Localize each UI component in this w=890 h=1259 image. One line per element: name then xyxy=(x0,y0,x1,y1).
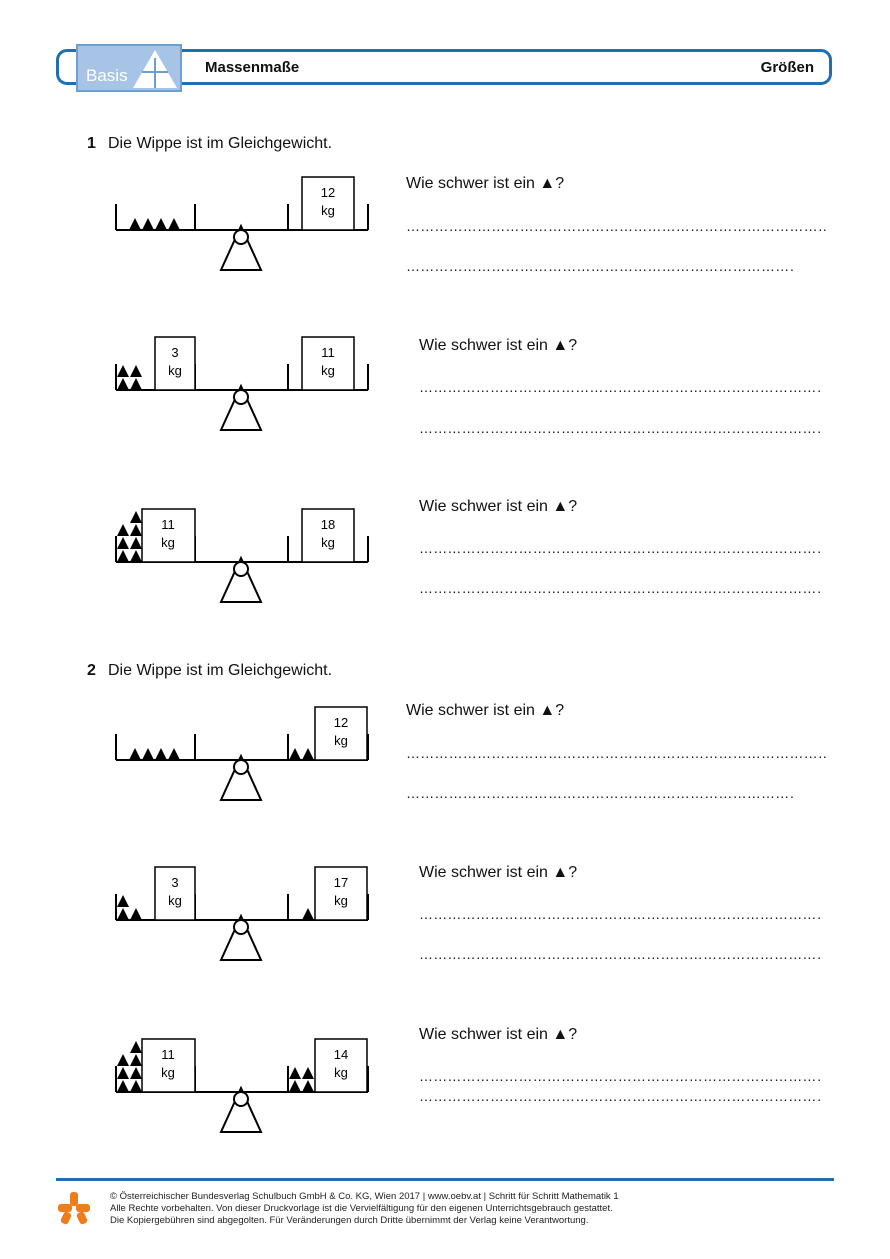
weight-value: 14 xyxy=(334,1047,348,1062)
weight-triangles xyxy=(117,1041,314,1092)
weight-box xyxy=(154,336,196,391)
weight-unit: kg xyxy=(168,893,182,908)
weight-unit: kg xyxy=(334,893,348,908)
answer-line[interactable]: …………………………………………………………………………………………………………… xyxy=(419,906,823,922)
answer-line[interactable]: …………………………………………………………………………………………………………… xyxy=(406,258,794,274)
publisher-logo-icon xyxy=(58,1192,90,1225)
weight-box xyxy=(314,866,368,921)
weight-triangles xyxy=(117,895,314,920)
weight-value: 12 xyxy=(334,715,348,730)
question-text: Wie schwer ist ein ▲? xyxy=(419,337,578,354)
seesaw-figure: 12 kg xyxy=(115,706,369,801)
weight-unit: kg xyxy=(161,535,175,550)
answer-line[interactable]: …………………………………………………………………………………………………………… xyxy=(406,745,828,761)
weight-box xyxy=(314,706,368,761)
answer-line[interactable]: …………………………………………………………………………………………………………… xyxy=(419,580,823,596)
weight-triangles xyxy=(117,365,142,390)
answer-line[interactable]: …………………………………………………………………………………………………………… xyxy=(419,420,823,436)
answer-line[interactable]: …………………………………………………………………………………………………………… xyxy=(419,1068,823,1084)
weight-unit: kg xyxy=(168,363,182,378)
weight-unit: kg xyxy=(334,733,348,748)
footer-line: Alle Rechte vorbehalten. Von dieser Druc… xyxy=(110,1203,613,1214)
seesaw-figure: 12 kg xyxy=(115,176,369,271)
footer-line: Die Kopiergebühren sind abgegolten. Für … xyxy=(110,1215,589,1226)
weight-box xyxy=(301,508,355,563)
weight-box xyxy=(301,336,355,391)
seesaw-figure: 3 kg 11 kg xyxy=(115,336,369,431)
answer-line[interactable]: …………………………………………………………………………………………………………… xyxy=(419,379,823,395)
weight-triangles xyxy=(129,748,314,760)
copyright-notice: © Österreichischer Bundesverlag Schulbuc… xyxy=(110,1191,619,1227)
task-instruction: Die Wippe ist im Gleichgewicht. xyxy=(108,135,333,152)
weight-triangles xyxy=(129,218,180,230)
question-text: Wie schwer ist ein ▲? xyxy=(419,498,578,515)
triangle-logo-icon xyxy=(133,50,177,88)
weight-unit: kg xyxy=(321,203,335,218)
answer-line[interactable]: …………………………………………………………………………………………………………… xyxy=(406,785,794,801)
page-category: Größen xyxy=(760,59,814,76)
task-number: 1 xyxy=(87,135,96,152)
basis-label: Basis xyxy=(86,66,128,85)
weight-value: 12 xyxy=(321,185,335,200)
weight-unit: kg xyxy=(334,1065,348,1080)
page-title: Massenmaße xyxy=(205,59,300,76)
task-number: 2 xyxy=(87,662,96,679)
weight-value: 11 xyxy=(161,1047,175,1062)
answer-line[interactable]: …………………………………………………………………………………………………………… xyxy=(419,946,823,962)
task-instruction: Die Wippe ist im Gleichgewicht. xyxy=(108,662,333,679)
weight-value: 17 xyxy=(334,875,348,890)
weight-box xyxy=(141,1038,196,1093)
weight-value: 3 xyxy=(171,345,178,360)
question-text: Wie schwer ist ein ▲? xyxy=(419,1026,578,1043)
weight-value: 11 xyxy=(321,345,335,360)
seesaw-figure: 3 kg 17 kg xyxy=(115,866,369,961)
seesaw-figure: 11 kg 18 kg xyxy=(115,508,369,603)
seesaw-figure: 11 kg 14 kg xyxy=(115,1038,369,1133)
weight-unit: kg xyxy=(161,1065,175,1080)
footer-line: © Österreichischer Bundesverlag Schulbuc… xyxy=(110,1191,619,1202)
answer-line[interactable]: …………………………………………………………………………………………………………… xyxy=(406,218,828,234)
header-bar xyxy=(56,49,832,85)
weight-unit: kg xyxy=(321,535,335,550)
weight-box xyxy=(141,508,196,563)
weight-box xyxy=(154,866,196,921)
footer-divider xyxy=(56,1178,834,1181)
weight-value: 11 xyxy=(161,517,175,532)
basis-badge: Basis xyxy=(76,44,182,92)
weight-triangles xyxy=(117,511,142,562)
weight-value: 18 xyxy=(321,517,335,532)
weight-box xyxy=(314,1038,368,1093)
answer-line[interactable]: …………………………………………………………………………………………………………… xyxy=(419,1088,823,1104)
weight-value: 3 xyxy=(171,875,178,890)
question-text: Wie schwer ist ein ▲? xyxy=(406,175,565,192)
question-text: Wie schwer ist ein ▲? xyxy=(419,864,578,881)
question-text: Wie schwer ist ein ▲? xyxy=(406,702,565,719)
weight-box xyxy=(301,176,355,231)
answer-line[interactable]: …………………………………………………………………………………………………………… xyxy=(419,540,823,556)
weight-unit: kg xyxy=(321,363,335,378)
